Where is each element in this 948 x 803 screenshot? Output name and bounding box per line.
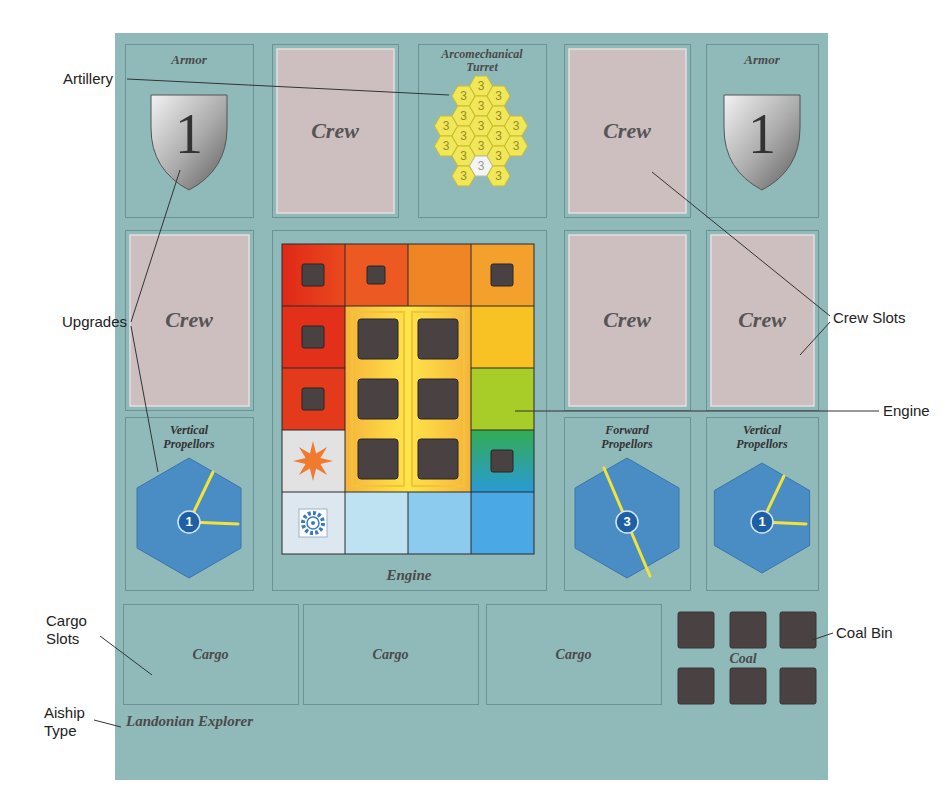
artillery-value: 3 <box>490 88 508 104</box>
crew-slot: Crew <box>564 44 690 217</box>
crew-cards <box>130 49 814 406</box>
armor-shields <box>151 95 800 190</box>
callout-label: Coal Bin <box>836 624 893 642</box>
propellers <box>137 458 810 578</box>
coal-slot: Coal <box>668 604 818 704</box>
engine-grid <box>282 244 534 554</box>
turret-title: Arcomechanical Turret <box>430 48 534 74</box>
artillery-value: 3 <box>472 118 490 134</box>
airship-type: Landonian Explorer <box>126 712 426 730</box>
cargo-title: Cargo <box>123 646 298 663</box>
crew-slot-title: Crew <box>706 306 818 334</box>
propeller-title: Vertical Propellors <box>143 423 235 451</box>
propeller-slot: Vertical Propellors 1 <box>706 417 818 590</box>
callout-label: Engine <box>883 402 930 420</box>
artillery-value: 3 <box>455 168 473 184</box>
propeller-value: 1 <box>180 514 198 530</box>
crew-slot: Crew <box>706 230 818 410</box>
engine-title: Engine <box>272 566 546 584</box>
crew-slot: Crew <box>564 230 690 410</box>
crew-slot-title: Crew <box>564 117 690 145</box>
slot-outlines <box>124 45 819 705</box>
cargo-slot: Cargo <box>123 604 298 704</box>
artillery-value: 3 <box>437 138 455 154</box>
propeller-slot: Vertical Propellors 1 <box>125 417 253 590</box>
callout-label: Artillery <box>63 70 113 88</box>
armor-slot: Armor 1 <box>706 44 818 217</box>
airship-board: Landonian ExplorerArmor1CrewArcomechanic… <box>115 33 828 780</box>
cargo-slot: Cargo <box>486 604 661 704</box>
crew-slot: Crew <box>272 44 398 217</box>
cargo-title: Cargo <box>303 646 478 663</box>
propeller-title: Vertical Propellors <box>716 423 808 451</box>
callout-label: Upgrades <box>62 313 127 331</box>
artillery-value: 3 <box>507 138 525 154</box>
slot-title: Armor <box>125 52 253 68</box>
artillery-value: 3 <box>490 108 508 124</box>
artillery-value: 3 <box>455 88 473 104</box>
callout-label: Cargo Slots <box>46 612 100 648</box>
artillery-value: 3 <box>507 118 525 134</box>
artillery-value: 3 <box>490 168 508 184</box>
artillery-value: 3 <box>455 108 473 124</box>
artillery-value: 3 <box>472 158 490 174</box>
artillery-value: 3 <box>472 138 490 154</box>
callout-label: Aiship Type <box>44 704 92 740</box>
propeller-value: 3 <box>618 514 636 530</box>
artillery-value: 3 <box>437 118 455 134</box>
artillery-value: 3 <box>455 128 473 144</box>
artillery-value: 3 <box>490 128 508 144</box>
propeller-title: Forward Propellors <box>581 423 673 451</box>
crew-slot-title: Crew <box>564 306 690 334</box>
crew-slot: Crew <box>125 230 253 410</box>
propeller-value: 1 <box>753 514 771 530</box>
callout-label: Crew Slots <box>833 309 906 327</box>
cargo-slot: Cargo <box>303 604 478 704</box>
crew-slot-title: Crew <box>272 117 398 145</box>
armor-slot: Armor 1 <box>125 44 253 217</box>
coal-title: Coal <box>668 650 818 667</box>
leader-lines <box>94 79 879 727</box>
turret-hexes <box>435 76 528 186</box>
artillery-value: 3 <box>472 98 490 114</box>
engine-slot: Engine <box>272 230 546 590</box>
slot-title: Armor <box>706 52 818 68</box>
armor-value: 1 <box>125 106 253 162</box>
armor-value: 1 <box>706 106 818 162</box>
cargo-title: Cargo <box>486 646 661 663</box>
turret-slot: Arcomechanical Turret3333333333333333333 <box>418 44 546 217</box>
crew-slot-title: Crew <box>125 306 253 334</box>
propeller-slot: Forward Propellors 3 <box>564 417 690 590</box>
artillery-value: 3 <box>455 148 473 164</box>
artillery-value: 3 <box>490 148 508 164</box>
board-ground <box>115 33 828 780</box>
artillery-value: 3 <box>472 78 490 94</box>
